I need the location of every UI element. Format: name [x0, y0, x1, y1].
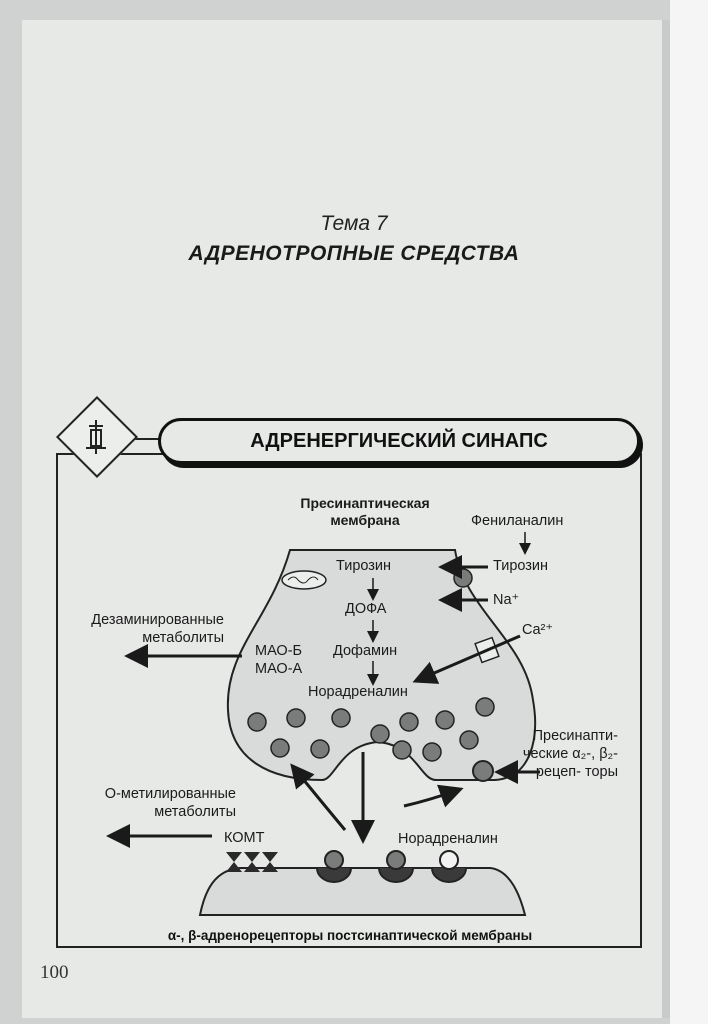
noradrenaline-cleft-label: Норадреналин	[398, 831, 498, 847]
adjacent-page-margin	[670, 0, 708, 1024]
mitochondrion	[281, 570, 327, 590]
vesicles	[247, 697, 495, 762]
presynaptic-receptors-text: Пресинапти- ческие α₂-, β₂-рецеп- торы	[522, 728, 618, 780]
diagram-title-banner: АДРЕНЕРГИЧЕСКИЙ СИНАПС	[158, 418, 640, 464]
calcium-label: Ca²⁺	[522, 622, 554, 638]
o-methylated-metabolites-label: О-метилированные метаболиты	[66, 785, 236, 821]
presynaptic-receptor	[472, 760, 494, 782]
syringe-icon	[86, 420, 106, 454]
sodium-label: Na⁺	[493, 592, 520, 608]
presynaptic-membrane-label: Пресинаптическая мембрана	[280, 495, 450, 529]
comt-label: КОМТ	[224, 830, 265, 846]
phenylalanine-label: Фениланалин	[471, 513, 564, 529]
tyrosine-transporter	[453, 568, 473, 588]
dopamine-label: Дофамин	[333, 643, 398, 659]
deaminated-metabolites-text: Дезаминированные метаболиты	[91, 612, 224, 646]
postsynaptic-membrane	[198, 867, 527, 916]
banner-connector	[126, 438, 160, 440]
book-page	[22, 20, 670, 1018]
presynaptic-membrane-text: Пресинаптическая мембрана	[300, 495, 430, 528]
dopa-label: ДОФА	[345, 601, 387, 617]
comt-enzyme-triangles	[226, 852, 278, 872]
topic-number: Тема 7	[320, 212, 388, 235]
noradrenaline-inside-label: Норадреналин	[308, 684, 408, 700]
tyrosine-outside-label: Тирозин	[493, 558, 549, 574]
deaminated-metabolites-label: Дезаминированные метаболиты	[66, 611, 224, 647]
o-methylated-metabolites-text: О-метилированные метаболиты	[104, 786, 236, 820]
mao-b-label: МАО-Б	[255, 643, 303, 659]
tyrosine-inside-label: Тирозин	[336, 558, 392, 574]
diagram-title: АДРЕНЕРГИЧЕСКИЙ СИНАПС	[250, 430, 548, 452]
page-number: 100	[40, 962, 69, 983]
chapter-title: АДРЕНОТРОПНЫЕ СРЕДСТВА	[188, 242, 520, 265]
mao-a-label: МАО-А	[255, 661, 303, 677]
presynaptic-receptors-label: Пресинапти- ческие α₂-, β₂-рецеп- торы	[520, 727, 618, 781]
page-edge	[662, 20, 670, 1018]
postsynaptic-receptors	[316, 850, 467, 883]
figure-caption: α-, β-адренорецепторы постсинаптической …	[167, 928, 533, 943]
